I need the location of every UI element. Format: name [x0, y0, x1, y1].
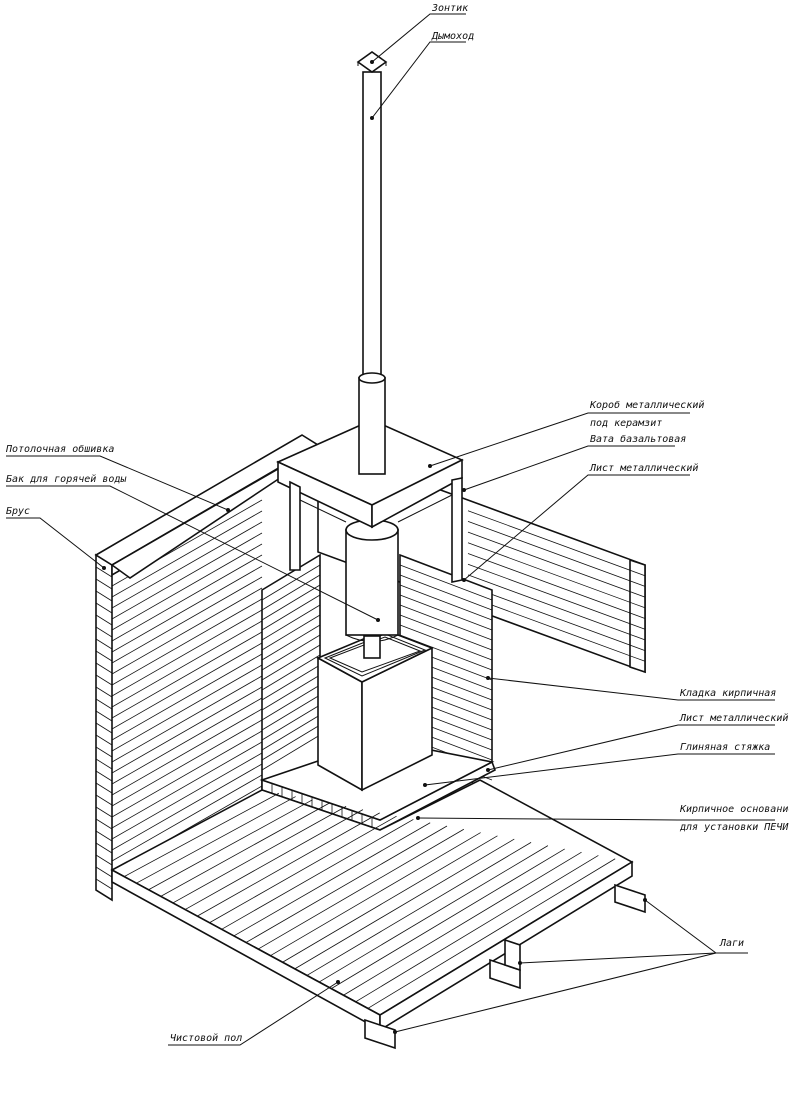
- chimney: [356, 51, 388, 475]
- ceiling-lining: [110, 460, 297, 579]
- label-ceiling-lining: Потолочная обшивка: [5, 443, 114, 455]
- label-basalt-wool: Вата базальтовая: [590, 433, 686, 445]
- label-brick-base-line2: для установки ПЕЧИ: [679, 822, 789, 833]
- hot-water-tank: [345, 519, 399, 659]
- label-brick-base-line1: Кирпичное основание: [679, 804, 789, 815]
- label-chimney: Дымоход: [431, 31, 474, 42]
- label-brickwork: Кладка кирпичная: [679, 688, 776, 699]
- label-clay-screed: Глиняная стяжка: [680, 742, 770, 753]
- label-joists: Лаги: [719, 938, 744, 949]
- label-metal-sheet-top: Лист металлический: [589, 462, 698, 474]
- label-umbrella: Зонтик: [431, 3, 469, 14]
- finish-floor: [110, 779, 634, 1032]
- leader-lines: [6, 13, 775, 1046]
- label-hot-water-tank: Бак для горячей воды: [6, 473, 127, 485]
- label-metal-box-line1: Короб металлический: [589, 399, 704, 411]
- label-beam: Брус: [6, 506, 30, 517]
- label-metal-box-line2: под керамзит: [590, 418, 662, 429]
- labels: Зонтик Дымоход Короб металлический под к…: [5, 3, 789, 1044]
- label-finish-floor: Чистовой пол: [170, 1032, 242, 1044]
- joists: [364, 883, 646, 1050]
- label-metal-sheet-bottom: Лист металлический: [679, 712, 788, 724]
